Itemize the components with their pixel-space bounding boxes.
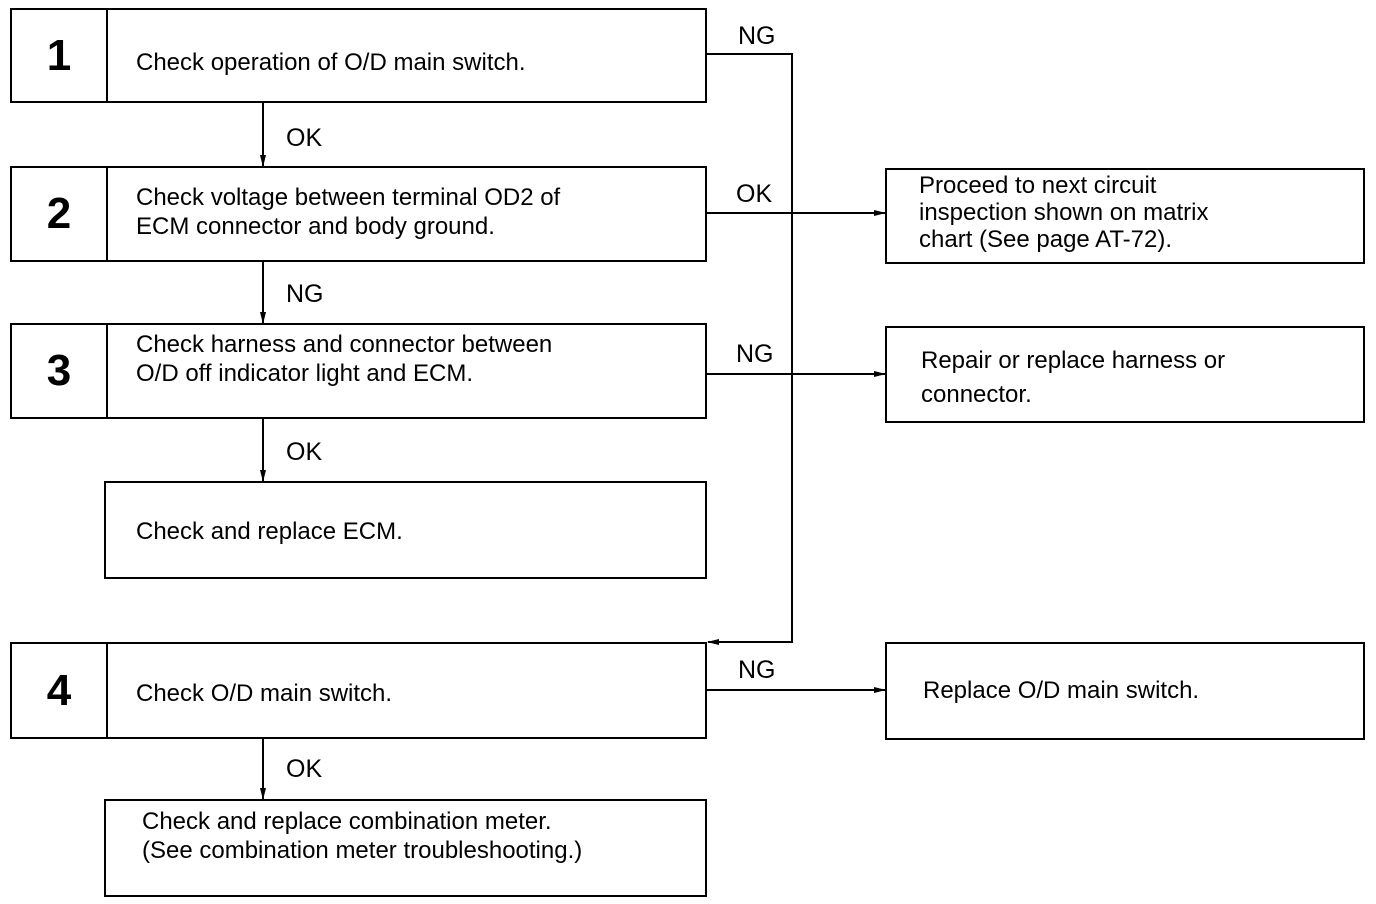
label-step4-ng: NG [738,656,776,684]
label-step3-ok: OK [286,438,323,466]
replace-switch-box: Replace O/D main switch. [885,642,1365,740]
action-text: Check and replace combination meter. (Se… [142,808,583,864]
arrow-1-ng-to-4 [706,53,793,645]
label-step4-ok: OK [286,755,323,783]
action-text: Check and replace ECM. [136,518,403,545]
step-2-box: 2 Check voltage between terminal OD2 of … [10,166,707,262]
action-text: Replace O/D main switch. [923,677,1200,704]
step-3-box: 3 Check harness and connector between O/… [10,323,707,419]
proceed-next-box: Proceed to next circuit inspection shown… [885,168,1365,264]
action-text: Repair or replace harness or connector. [921,347,1226,408]
label-step3-ng: NG [736,340,774,368]
repair-harness-box: Repair or replace harness or connector. [885,326,1365,423]
step-text: Check voltage between terminal OD2 of EC… [136,184,561,240]
step-number: 1 [12,10,108,101]
label-step1-ok: OK [286,124,323,152]
label-step1-ng: NG [738,22,776,50]
label-step2-ng: NG [286,280,324,308]
step-number: 3 [12,325,108,417]
replace-ecm-box: Check and replace ECM. [104,481,707,579]
label-step2-ok: OK [736,180,773,208]
step-number: 4 [12,644,108,737]
step-1-box: 1 Check operation of O/D main switch. [10,8,707,103]
step-number: 2 [12,168,108,260]
step-text: Check O/D main switch. [136,680,393,707]
replace-meter-box: Check and replace combination meter. (Se… [104,799,707,897]
action-text: Proceed to next circuit inspection shown… [919,172,1209,253]
step-text: Check operation of O/D main switch. [136,49,526,76]
step-4-box: 4 Check O/D main switch. [10,642,707,739]
step-text: Check harness and connector between O/D … [136,331,553,387]
